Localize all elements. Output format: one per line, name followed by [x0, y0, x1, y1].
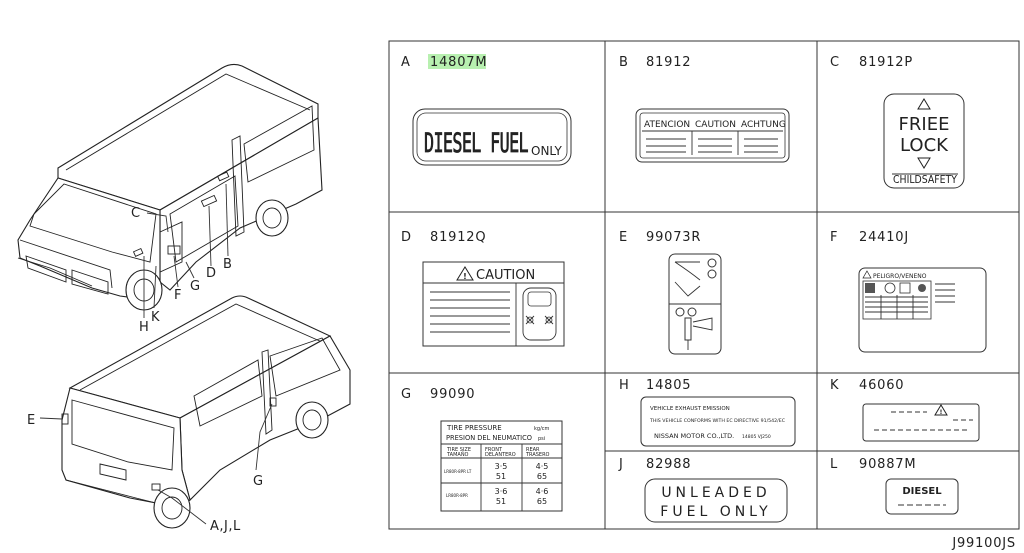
callout-h: H — [139, 320, 149, 335]
label-b-achtung: ACHTUNG — [741, 120, 786, 130]
label-g-col2b: DELANTERO — [485, 452, 516, 458]
label-g-row1-size: LR80R-8PR LT — [444, 469, 472, 474]
svg-text:!: ! — [940, 409, 943, 416]
part-code-l[interactable]: 90887M — [859, 457, 916, 472]
callout-g: G — [190, 279, 201, 294]
part-code-a[interactable]: 14807M — [430, 55, 487, 70]
label-g-col3a: REAR — [526, 447, 540, 453]
label-h-line1: VEHICLE EXHAUST EMISSION — [650, 406, 730, 412]
label-c-child-lock: FRIEE LOCK CHILDSAFETY — [883, 93, 965, 189]
label-g-col1b: TAMAÑO — [446, 451, 469, 458]
label-f-peligro-veneno: PELIGRO/VENENO — [858, 267, 987, 353]
label-k-warning: ! — [862, 403, 980, 442]
cell-letter-d: D — [401, 230, 412, 245]
warning-triangle-icon — [934, 404, 948, 416]
label-g-row1-rear: 4·5 — [536, 462, 549, 471]
label-h-exhaust-emission: VEHICLE EXHAUST EMISSION THIS VEHICLE CO… — [640, 396, 796, 447]
label-g-title2: PRESION DEL NEUMATICO — [446, 434, 532, 442]
svg-text:!: ! — [463, 272, 467, 281]
cell-letter-j: J — [618, 457, 623, 472]
part-code-e[interactable]: 99073R — [646, 230, 701, 245]
label-a-only: ONLY — [531, 144, 563, 158]
callout-g-rear: G — [253, 474, 264, 489]
part-code-f[interactable]: 24410J — [859, 230, 909, 245]
label-j-unleaded-fuel: UNLEADED FUEL ONLY — [644, 478, 788, 523]
cell-letter-a: A — [401, 55, 410, 70]
part-code-k[interactable]: 46060 — [859, 378, 904, 393]
label-j-line2: FUEL ONLY — [660, 504, 771, 520]
diagram-id: J99100JS — [951, 536, 1016, 551]
label-a-text: DIESEL FUEL — [424, 128, 528, 159]
label-b-caution-text: CAUTION — [695, 120, 736, 130]
part-code-b[interactable]: 81912 — [646, 55, 691, 70]
part-code-j[interactable]: 82988 — [646, 457, 691, 472]
cell-letter-b: B — [619, 55, 628, 70]
cell-letter-f: F — [830, 230, 838, 245]
label-l-diesel: DIESEL — [885, 478, 959, 515]
label-g-col2a: FRONT — [485, 447, 503, 453]
label-c-lock: LOCK — [900, 135, 949, 156]
part-code-d[interactable]: 81912Q — [430, 230, 486, 245]
label-g-row1-rear-psi: 65 — [537, 472, 547, 481]
label-g-tire-pressure: TIRE PRESSURE kg/cm PRESION DEL NEUMATIC… — [440, 420, 563, 512]
label-h-line3b: 14805 VJ250 — [742, 434, 771, 440]
label-g-unit2: psi — [538, 436, 545, 442]
label-j-line1: UNLEADED — [661, 485, 770, 501]
cell-letter-g: G — [401, 387, 412, 402]
callout-ajl: A,J,L — [210, 519, 241, 534]
warning-triangle-icon — [456, 266, 474, 281]
van-rear-illustration — [39, 295, 351, 529]
arrow-down-icon — [917, 157, 931, 169]
label-b-caution: ATENCION CAUTION ACHTUNG — [635, 108, 790, 163]
label-g-row2-rear: 4·6 — [536, 487, 549, 496]
label-table-grid — [388, 40, 1020, 530]
label-g-col3b: TRASERO — [525, 452, 550, 458]
label-g-title1: TIRE PRESSURE — [446, 424, 502, 432]
part-code-h[interactable]: 14805 — [646, 378, 691, 393]
label-b-atencion: ATENCION — [644, 120, 690, 130]
label-g-row2-front-psi: 51 — [496, 497, 506, 506]
van-front-illustration — [17, 63, 323, 318]
label-e-pictogram — [668, 253, 722, 355]
callout-e: E — [27, 413, 36, 428]
label-d-caution: ! CAUTION — [422, 261, 565, 347]
cell-letter-e: E — [619, 230, 628, 245]
cell-headers: A 14807M B 81912 C 81912P D 81912Q E 99073R F 24410… — [401, 54, 916, 472]
label-g-col1a: TIRE SIZE — [446, 447, 471, 453]
label-d-title: CAUTION — [476, 268, 535, 283]
label-c-free: FRIEE — [899, 114, 950, 135]
cell-letter-h: H — [619, 378, 629, 393]
label-g-row1-front-psi: 51 — [496, 472, 506, 481]
arrow-up-icon — [917, 98, 931, 110]
label-g-row2-front: 3·6 — [495, 487, 508, 496]
label-g-unit1: kg/cm — [534, 426, 550, 432]
cell-letter-l: L — [830, 457, 838, 472]
warning-triangle-icon — [862, 270, 872, 279]
callout-b: B — [223, 257, 232, 272]
part-code-c[interactable]: 81912P — [859, 55, 913, 70]
highlight-box — [428, 54, 486, 69]
callout-c: C — [131, 206, 141, 221]
label-g-row2-size: LR80R-8PR — [446, 493, 468, 498]
label-g-row2-rear-psi: 65 — [537, 497, 547, 506]
label-g-row1-front: 3·5 — [495, 462, 508, 471]
label-c-childsafety: CHILDSAFETY — [893, 173, 957, 186]
label-h-line3: NISSAN MOTOR CO.,LTD. — [654, 432, 734, 440]
label-f-title: PELIGRO/VENENO — [873, 273, 927, 280]
cell-letter-c: C — [830, 55, 840, 70]
part-code-g[interactable]: 99090 — [430, 387, 475, 402]
label-a-diesel-fuel-only: DIESEL FUEL ONLY — [412, 108, 572, 166]
cell-letter-k: K — [830, 378, 839, 393]
callout-f: F — [174, 288, 182, 303]
label-h-line2: THIS VEHICLE CONFORMS WITH EC DIRECTIVE … — [649, 418, 785, 424]
callout-k: K — [151, 310, 160, 325]
callout-d: D — [206, 266, 217, 281]
label-l-line1: DIESEL — [902, 486, 942, 497]
